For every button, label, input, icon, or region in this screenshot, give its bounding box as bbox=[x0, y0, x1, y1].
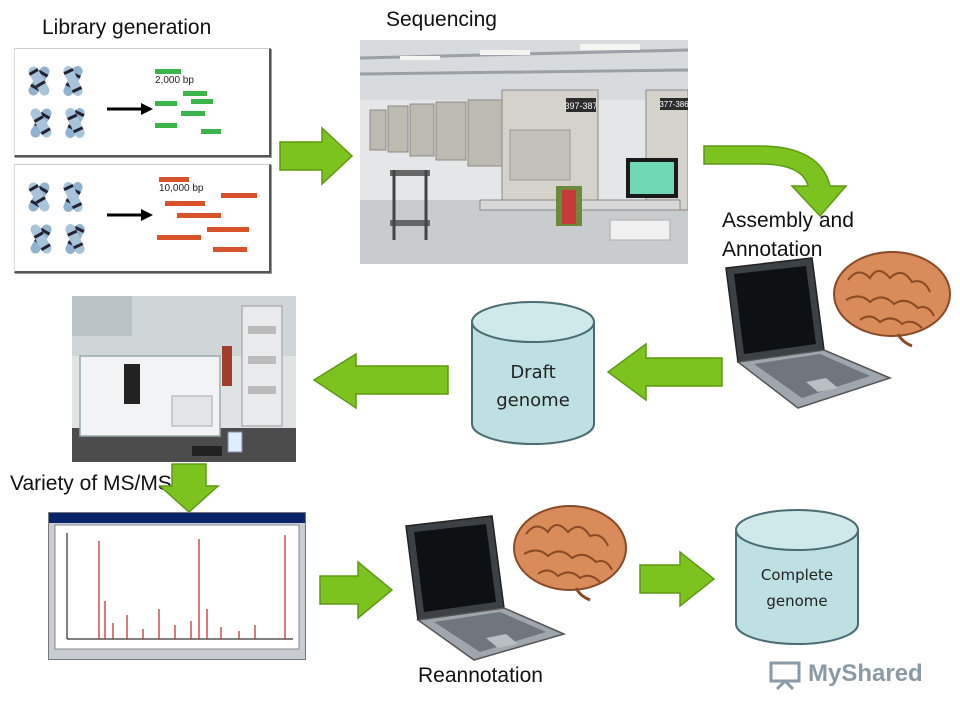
laptop-icon bbox=[405, 515, 567, 661]
reannotation-label: Reannotation bbox=[418, 664, 543, 687]
right-arrow-icon bbox=[107, 209, 153, 221]
spectrum-illustration bbox=[49, 513, 305, 659]
complete-genome-cylinder: Complete genome bbox=[735, 509, 859, 645]
dna-fragment bbox=[191, 99, 213, 104]
sequencing-lab-photo: 397-387 377-386 bbox=[360, 40, 688, 264]
brain-icon bbox=[833, 251, 951, 348]
dna-fragment bbox=[157, 235, 201, 240]
chromosomes-icon bbox=[28, 66, 85, 138]
right-arrow-icon bbox=[107, 103, 153, 115]
draft-genome-label-line1: Draft bbox=[510, 362, 555, 383]
arrow-down-to-spectrum bbox=[158, 463, 220, 514]
dna-fragment bbox=[183, 91, 207, 96]
dna-fragment bbox=[207, 227, 249, 232]
dna-fragment bbox=[155, 101, 177, 106]
dna-fragment bbox=[159, 177, 189, 182]
machine-tag: 377-386 bbox=[659, 100, 688, 109]
watermark-text: MyShared bbox=[808, 660, 923, 687]
watermark: MyShared bbox=[768, 658, 948, 692]
dna-fragment bbox=[221, 193, 257, 198]
fragment-size-label: 10,000 bp bbox=[159, 183, 204, 194]
dna-fragment bbox=[181, 111, 205, 116]
chromosomes-icon bbox=[28, 182, 85, 254]
library-panel-2000bp: 2,000 bp bbox=[14, 48, 271, 157]
arrow-right-to-reannotation bbox=[319, 560, 394, 620]
complete-genome-label-line1: Complete bbox=[761, 566, 833, 584]
presentation-board-icon bbox=[769, 661, 801, 690]
library-panel-10000bp: 10,000 bp bbox=[14, 164, 271, 273]
draft-genome-label-line2: genome bbox=[496, 390, 570, 411]
dna-fragment bbox=[155, 69, 181, 74]
mass-spectrometer-illustration bbox=[72, 296, 296, 462]
assembly-annotation-label: Assembly and Annotation bbox=[722, 209, 854, 261]
msms-spectrum-screenshot bbox=[48, 512, 306, 660]
laptop-icon bbox=[725, 257, 893, 409]
draft-genome-cylinder: Draft genome bbox=[471, 301, 595, 445]
arrow-left-to-ms bbox=[312, 352, 449, 410]
laptop-brain-reannotation bbox=[405, 505, 627, 661]
brain-icon bbox=[513, 505, 627, 602]
arrow-left-to-draft bbox=[606, 342, 723, 402]
sequencer-machines-illustration: 397-387 377-386 bbox=[360, 40, 688, 264]
dna-fragment bbox=[165, 201, 205, 206]
sequencing-label: Sequencing bbox=[386, 8, 497, 31]
dna-fragment bbox=[201, 129, 221, 134]
dna-fragment bbox=[213, 247, 247, 252]
complete-genome-label-line2: genome bbox=[766, 592, 827, 610]
laptop-brain-assembly bbox=[725, 251, 951, 409]
arrow-right-to-sequencing bbox=[279, 126, 354, 186]
arrow-curved-to-assembly bbox=[703, 145, 848, 218]
dna-fragment bbox=[177, 213, 221, 218]
arrow-right-to-complete bbox=[639, 550, 716, 608]
machine-tag: 397-387 bbox=[564, 101, 597, 111]
dna-fragment bbox=[155, 123, 177, 128]
mass-spec-instrument-photo bbox=[72, 296, 296, 462]
variety-msms-label: Variety of MS/MS bbox=[10, 472, 172, 495]
fragment-size-label: 2,000 bp bbox=[155, 75, 194, 86]
library-generation-label: Library generation bbox=[42, 16, 212, 39]
